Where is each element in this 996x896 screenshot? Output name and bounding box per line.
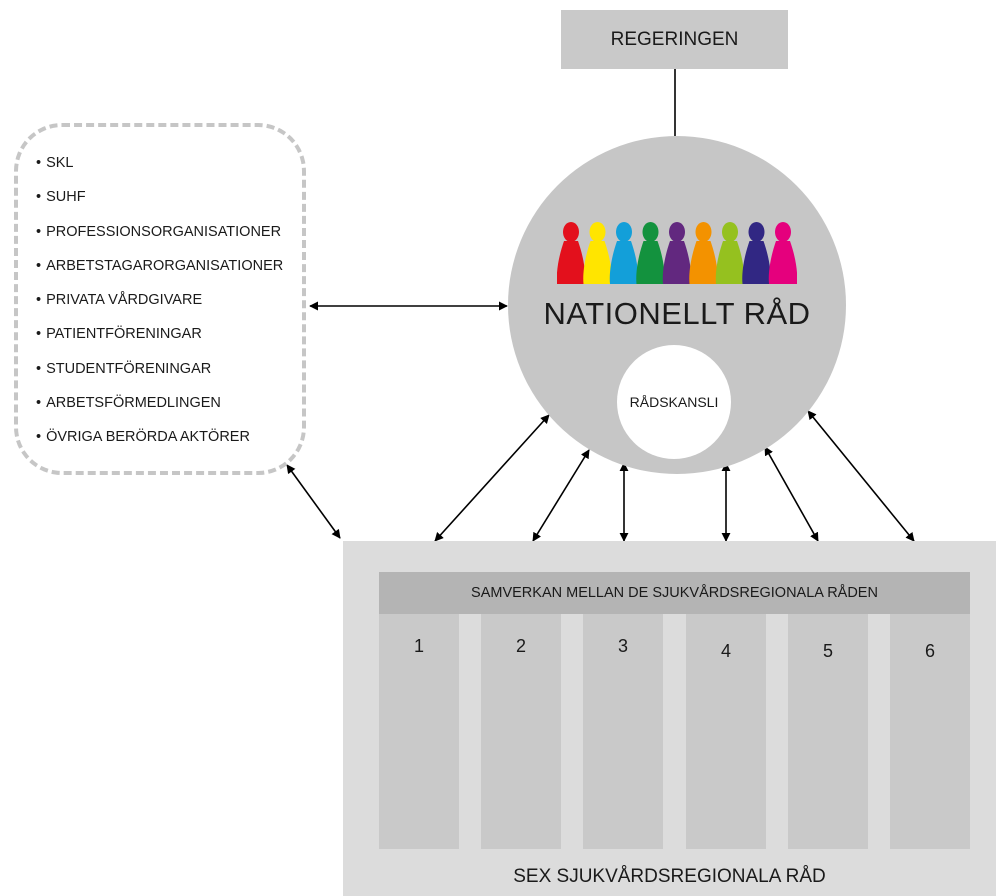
region-number: 1	[413, 636, 424, 656]
council-column-6-arrow	[807, 410, 915, 542]
actors-box: SKL SUHF PROFESSIONSORGANISATIONER ARBET…	[14, 123, 306, 475]
collaboration-label: SAMVERKAN MELLAN DE SJUKVÅRDSREGIONALA R…	[471, 585, 878, 601]
regional-title: SEX SJUKVÅRDSREGIONALA RÅD	[513, 866, 826, 887]
region-number: 6	[924, 641, 935, 661]
office-label: RÅDSKANSLI	[629, 394, 719, 410]
region-number: 3	[617, 636, 628, 656]
region-number: 5	[822, 641, 833, 661]
office-circle: RÅDSKANSLI	[617, 345, 731, 459]
region-column-6: 6	[890, 614, 970, 849]
region-column-5: 5	[788, 614, 868, 849]
person-figure	[715, 222, 745, 284]
region-number: 4	[720, 641, 731, 661]
actor-item: PRIVATA VÅRDGIVARE	[36, 291, 283, 325]
council-column-2-arrow	[532, 449, 590, 542]
actor-item: SUHF	[36, 188, 283, 222]
person-figure	[609, 222, 639, 284]
actor-item: STUDENTFÖRENINGAR	[36, 360, 283, 394]
region-column-2: 2	[481, 614, 561, 849]
region-column-4: 4	[686, 614, 766, 849]
actor-list: SKL SUHF PROFESSIONSORGANISATIONER ARBET…	[36, 154, 283, 463]
person-figure	[742, 222, 771, 284]
person-figure	[636, 222, 665, 284]
council-title: NATIONELLT RÅD	[543, 296, 811, 331]
person-figure	[768, 222, 797, 284]
person-figure	[662, 222, 692, 284]
actor-item: ARBETSTAGARORGANISATIONER	[36, 257, 283, 291]
actor-item: SKL	[36, 154, 283, 188]
regeringen-box: REGERINGEN	[561, 10, 788, 69]
actor-item: PATIENTFÖRENINGAR	[36, 325, 283, 359]
council-column-5-arrow	[764, 446, 819, 542]
region-column-3: 3	[583, 614, 663, 849]
person-figure	[689, 222, 718, 284]
actor-item: ARBETSFÖRMEDLINGEN	[36, 394, 283, 428]
council-column-1-arrow	[434, 414, 550, 542]
person-figure	[557, 222, 586, 284]
regeringen-label: REGERINGEN	[610, 28, 739, 50]
person-figure	[583, 222, 612, 284]
region-number: 2	[515, 636, 526, 656]
region-column-1: 1	[379, 614, 459, 849]
actor-item: ÖVRIGA BERÖRDA AKTÖRER	[36, 428, 283, 462]
actor-item: PROFESSIONSORGANISATIONER	[36, 223, 283, 257]
actors-regional-arrow	[286, 464, 341, 539]
collaboration-bar: SAMVERKAN MELLAN DE SJUKVÅRDSREGIONALA R…	[379, 572, 970, 614]
people-figures-icon	[557, 222, 797, 284]
